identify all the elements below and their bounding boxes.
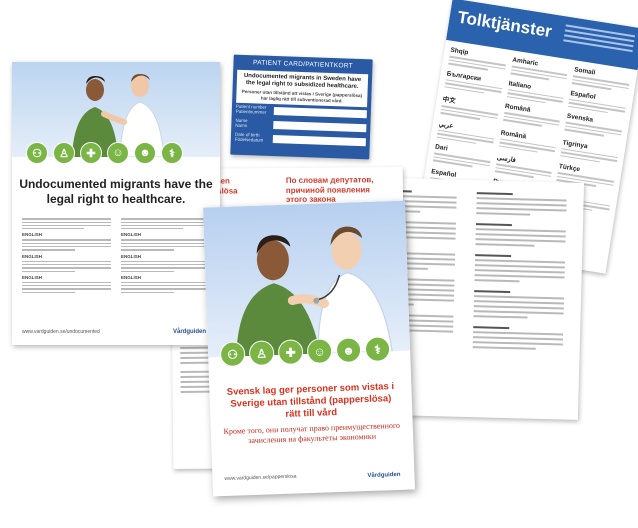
language-entry: 中文: [440, 93, 499, 124]
swedish-headline: Svensk lag ger personer som vistas i Sve…: [226, 381, 395, 420]
poster-headline: Undocumented migrants have the legal rig…: [19, 177, 213, 206]
child-icon: ☻: [335, 337, 362, 364]
pregnancy-icon: ☺: [306, 338, 333, 365]
russian-red-heading: По словам депутатов, причиной появления …: [285, 175, 374, 205]
card-header: PATIENT CARD/PATIENTKORT: [252, 59, 354, 70]
tooth-icon: ♙: [248, 340, 275, 367]
swedish-poster: ⚇ ♙ ✚ ☺ ☻ ⚕ Svensk lag ger personer som …: [203, 200, 415, 497]
child-icon: ☻: [134, 142, 156, 164]
language-label: ENGLISH: [121, 274, 142, 280]
poster-footer-url: www.vardguiden.se/undocumented: [22, 329, 100, 335]
family-icon: ⚇: [219, 341, 246, 368]
pharmacy-icon: ⚕: [364, 336, 391, 363]
patient-number-field[interactable]: [273, 107, 367, 119]
card-swedish-text: Personer utan tillstånd att vistas i Sve…: [241, 89, 363, 104]
poster-footer-url: www.vardguiden.se/papperslosa: [224, 473, 297, 483]
medical-cross-icon: ✚: [277, 339, 304, 366]
language-entry: Svenska: [564, 113, 623, 144]
doctor-patient-illustration: [236, 226, 393, 357]
vardguiden-logo: Vårdguiden: [172, 329, 206, 335]
body-column-right: ENGLISH ENGLISH ENGLISH: [121, 218, 210, 295]
language-label: ENGLISH: [121, 232, 142, 238]
pharmacy-icon: ⚕: [161, 142, 183, 164]
language-label: ENGLISH: [22, 232, 43, 238]
poster-illustration: [203, 200, 411, 358]
language-label: ENGLISH: [22, 253, 43, 259]
poster-body: ENGLISH ENGLISH ENGLISH ENGLISH ENGLISH …: [12, 206, 220, 295]
poster-illustration: [12, 62, 220, 158]
banner-text: [563, 24, 636, 55]
patient-card: PATIENT CARD/PATIENTKORT Undocumented mi…: [230, 54, 373, 160]
service-icons: ⚇ ♙ ✚ ☺ ☻ ⚕: [219, 336, 391, 368]
tooth-icon: ♙: [53, 142, 75, 164]
family-icon: ⚇: [26, 142, 48, 164]
language-label: ENGLISH: [22, 274, 43, 280]
text-column-right: [472, 192, 567, 353]
language-label: ENGLISH: [121, 253, 142, 259]
language-entry: Română: [502, 103, 561, 134]
date-of-birth-field[interactable]: [272, 134, 366, 147]
pregnancy-icon: ☺: [107, 142, 129, 164]
body-column-left: ENGLISH ENGLISH ENGLISH: [22, 218, 111, 295]
russian-subheadline: Кроме того, они получат право преимущест…: [223, 420, 401, 445]
english-poster: ⚇ ♙ ✚ ☺ ☻ ⚕ Undocumented migrants have t…: [12, 62, 220, 345]
card-info-box: Undocumented migrants in Sweden have the…: [236, 69, 369, 108]
vardguiden-logo: Vårdguiden: [367, 471, 401, 480]
service-icons: ⚇ ♙ ✚ ☺ ☻ ⚕: [26, 142, 183, 164]
medical-cross-icon: ✚: [80, 142, 102, 164]
name-field[interactable]: [273, 120, 367, 133]
